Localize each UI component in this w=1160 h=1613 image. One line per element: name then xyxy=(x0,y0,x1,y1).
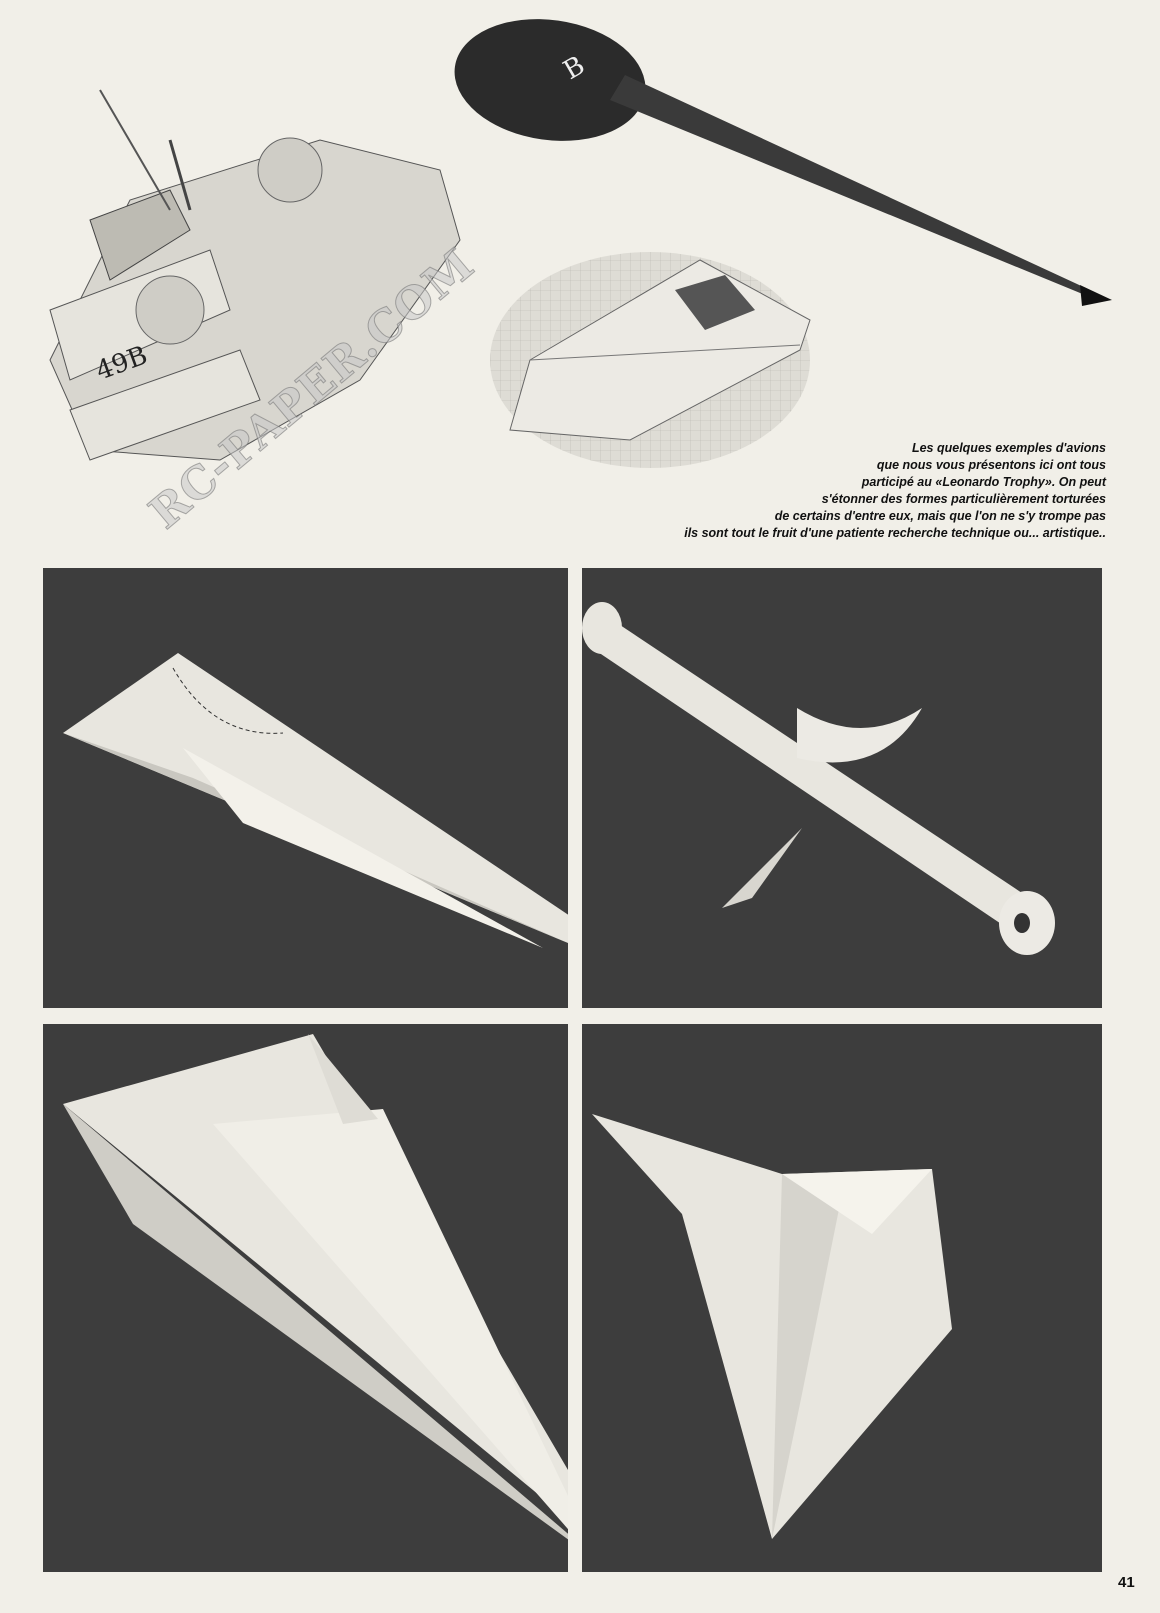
rod-model-image: B xyxy=(454,19,1112,306)
photo-tube-glider xyxy=(582,568,1102,1008)
caption-line: que nous vous présentons ici ont tous xyxy=(876,458,1106,472)
caption-line: participé au «Leonardo Trophy». On peut xyxy=(861,475,1106,489)
photo-grid-paper-plane xyxy=(43,1024,568,1572)
caption-line: s'étonner des formes particulièrement to… xyxy=(821,492,1106,506)
caption-line: Les quelques exemples d'avions xyxy=(911,441,1106,455)
grid-disc-model-image xyxy=(490,252,811,468)
caption-line: ils sont tout le fruit d'une patiente re… xyxy=(684,526,1106,540)
photo-delta-wing-plane xyxy=(582,1024,1102,1572)
page-number: 41 xyxy=(1118,1574,1135,1591)
photo-dart-plane xyxy=(43,568,568,1008)
photo-caption: Les quelques exemples d'avions que nous … xyxy=(546,440,1106,542)
caption-line: de certains d'entre eux, mais que l'on n… xyxy=(774,509,1106,523)
biplane-model-image: 49B xyxy=(49,89,461,461)
